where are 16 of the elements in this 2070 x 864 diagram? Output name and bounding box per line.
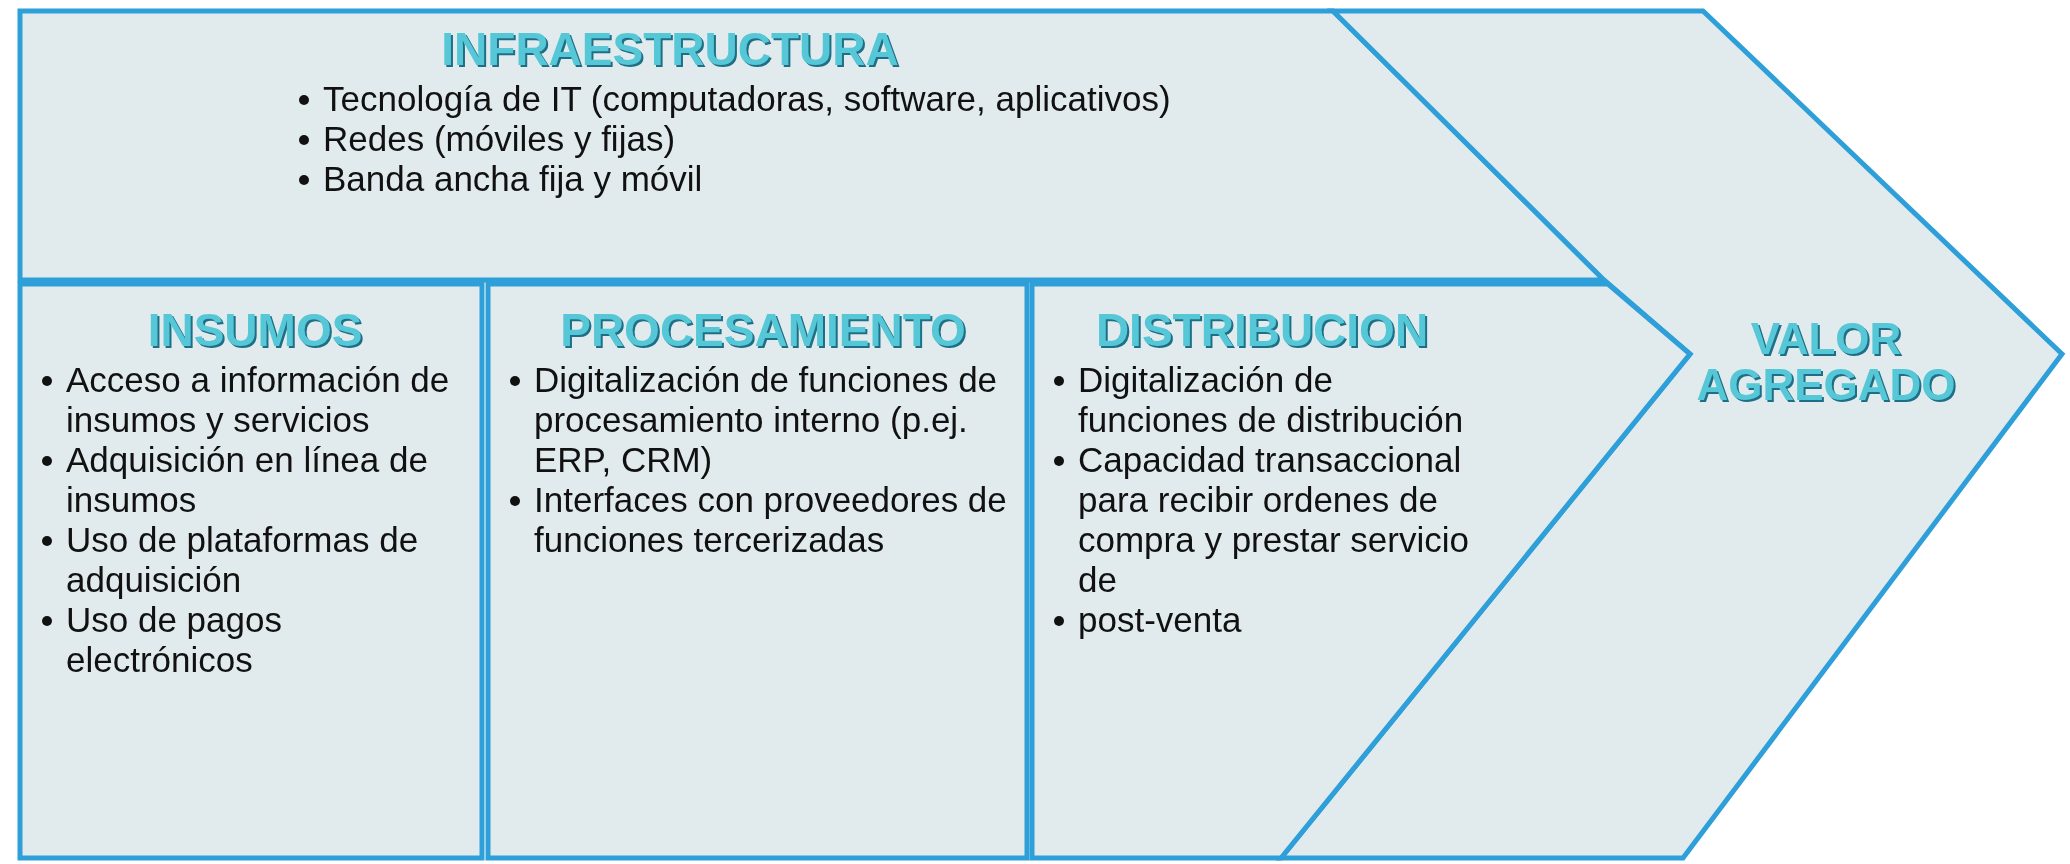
bullet-text: Adquisición en línea de insumos [66,440,428,520]
heading: VALOR AGREGADO [1695,316,1957,409]
heading: INSUMOS [146,306,364,355]
bullet-text: Banda ancha fija y móvil [323,159,703,199]
heading: DISTRIBUCION [1094,306,1430,355]
bullet-text: Digitalización de funciones de distribución [1078,360,1464,440]
bullet-text: Tecnología de IT (computadoras, software, aplicativos) [323,79,1171,119]
bullet-text: Digitalización de funciones de procesamiento interno (p.ej. ERP, CRM) [534,360,998,480]
bullet-text: post-venta [1078,600,1242,640]
heading: INFRAESTRUCTURA [440,25,900,74]
heading: PROCESAMIENTO [559,306,967,355]
bullet-text: Acceso a información de insumos y servicios [66,360,450,440]
bullet-text: Uso de plataformas de adquisición [66,520,419,600]
bullet-text: Interfaces con proveedores de funciones tercerizadas [534,480,1007,560]
bullet-text: Redes (móviles y fijas) [323,119,676,159]
bullet-text: Uso de pagos electrónicos [66,600,282,680]
